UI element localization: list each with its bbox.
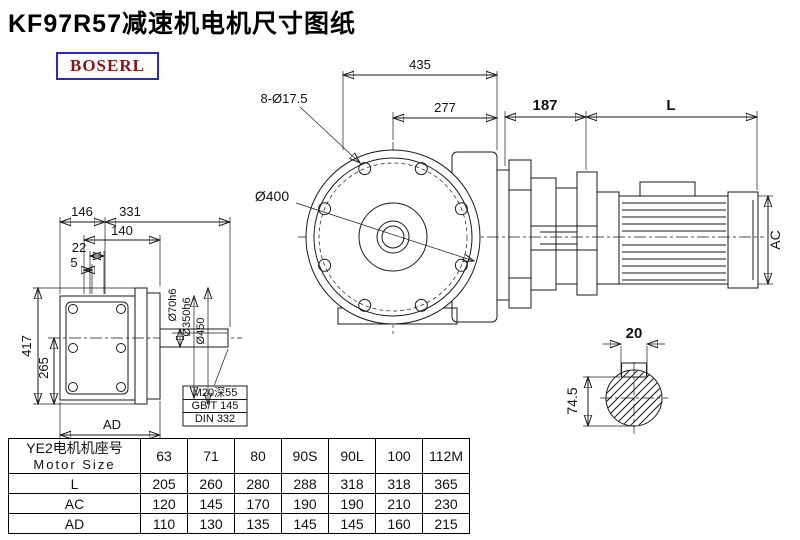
dim-22-label: 22: [72, 240, 86, 255]
motor-side-view: [496, 159, 759, 309]
table-cell: 230: [422, 493, 470, 514]
dim-flange-od-label: Ø450: [195, 318, 207, 345]
table-cell: 120: [140, 493, 188, 514]
terminal-box: [639, 181, 696, 197]
table-header-cell: 90L: [328, 438, 376, 474]
table-row-AC: AC 120 145 170 190 190 210 230: [8, 493, 470, 514]
table-cell: 170: [234, 493, 282, 514]
side-view-dimensions: 146 331 140 22 5 417 265 AD Ø70h6 Ø350h6…: [19, 204, 230, 439]
table-header-cell: 63: [140, 438, 188, 474]
front-view: [305, 149, 498, 325]
standard-note-din: DIN 332: [195, 413, 235, 425]
brand-logo: BOSERL: [56, 52, 159, 80]
table-cell: 190: [328, 493, 376, 514]
table-cell: 210: [375, 493, 423, 514]
table-header-cell: 112M: [422, 438, 470, 474]
table-cell: 135: [234, 513, 282, 534]
table-cell: 280: [234, 473, 282, 494]
dim-435-label: 435: [409, 57, 431, 72]
motor-size-table: YE2电机机座号 Motor Size 63 71 80 90S 90L 100…: [8, 438, 470, 534]
dim-331-label: 331: [119, 204, 141, 219]
dim-bolt-holes-label: 8-Ø17.5: [261, 91, 308, 106]
thread-note-box: [182, 385, 248, 427]
dim-417-label: 417: [19, 335, 34, 357]
dim-140-label: 140: [111, 223, 133, 238]
row-label: AD: [8, 513, 141, 534]
table-cell: 190: [281, 493, 329, 514]
dim-spigot-dia-label: Ø350h6: [181, 297, 193, 336]
thread-note: M20深55: [193, 386, 238, 399]
table-header-cell: 71: [187, 438, 235, 474]
standard-note-gbt: GB/T 145: [192, 400, 239, 412]
table-cell: 160: [375, 513, 423, 534]
row-label: L: [8, 473, 141, 494]
dim-shaft-dia-label: Ø70h6: [167, 288, 179, 321]
table-header-cell: 100: [375, 438, 423, 474]
table-cell: 318: [328, 473, 376, 494]
dim-key-width-label: 20: [626, 325, 643, 342]
table-header-cn: YE2电机机座号: [26, 440, 123, 456]
table-row-L: L 205 260 280 288 318 318 365: [8, 473, 470, 494]
dim-flange-dia-label: Ø400: [255, 188, 289, 204]
table-cell: 145: [281, 513, 329, 534]
table-header-row: YE2电机机座号 Motor Size 63 71 80 90S 90L 100…: [8, 438, 470, 474]
table-cell: 110: [140, 513, 188, 534]
motor-fins: [622, 202, 726, 281]
table-header-cell: 80: [234, 438, 282, 474]
page-title: KF97R57减速机电机尺寸图纸: [8, 10, 356, 38]
gearbox-side-view: M20深55 GB/T 145 DIN 332: [59, 287, 248, 427]
table-cell: 130: [187, 513, 235, 534]
motor-view-dimensions: 187 L AC: [505, 97, 783, 284]
table-header-motor-size: YE2电机机座号 Motor Size: [8, 438, 141, 474]
table-cell: 215: [422, 513, 470, 534]
table-row-AD: AD 110 130 135 145 145 160 215: [8, 513, 470, 534]
table-cell: 260: [187, 473, 235, 494]
dim-AD-label: AD: [103, 417, 121, 432]
dim-L-label: L: [666, 97, 675, 114]
dim-AC-label: AC: [767, 230, 783, 249]
dim-265-label: 265: [36, 357, 51, 379]
coupling-details: [509, 189, 597, 279]
dim-5-label: 5: [70, 255, 77, 270]
shaft-section-view: 20 74.5: [564, 325, 665, 430]
dim-187-label: 187: [532, 97, 557, 114]
table-cell: 145: [328, 513, 376, 534]
front-view-dimensions: 435 277 8-Ø17.5 Ø400: [255, 57, 497, 261]
table-header-cell: 90S: [281, 438, 329, 474]
table-cell: 205: [140, 473, 188, 494]
table-cell: 288: [281, 473, 329, 494]
table-cell: 365: [422, 473, 470, 494]
dim-146-label: 146: [71, 204, 93, 219]
dim-277-label: 277: [434, 100, 456, 115]
table-cell: 145: [187, 493, 235, 514]
row-label: AC: [8, 493, 141, 514]
table-header-en: Motor Size: [33, 457, 116, 472]
table-cell: 318: [375, 473, 423, 494]
dim-shaft-section-height-label: 74.5: [564, 387, 580, 414]
